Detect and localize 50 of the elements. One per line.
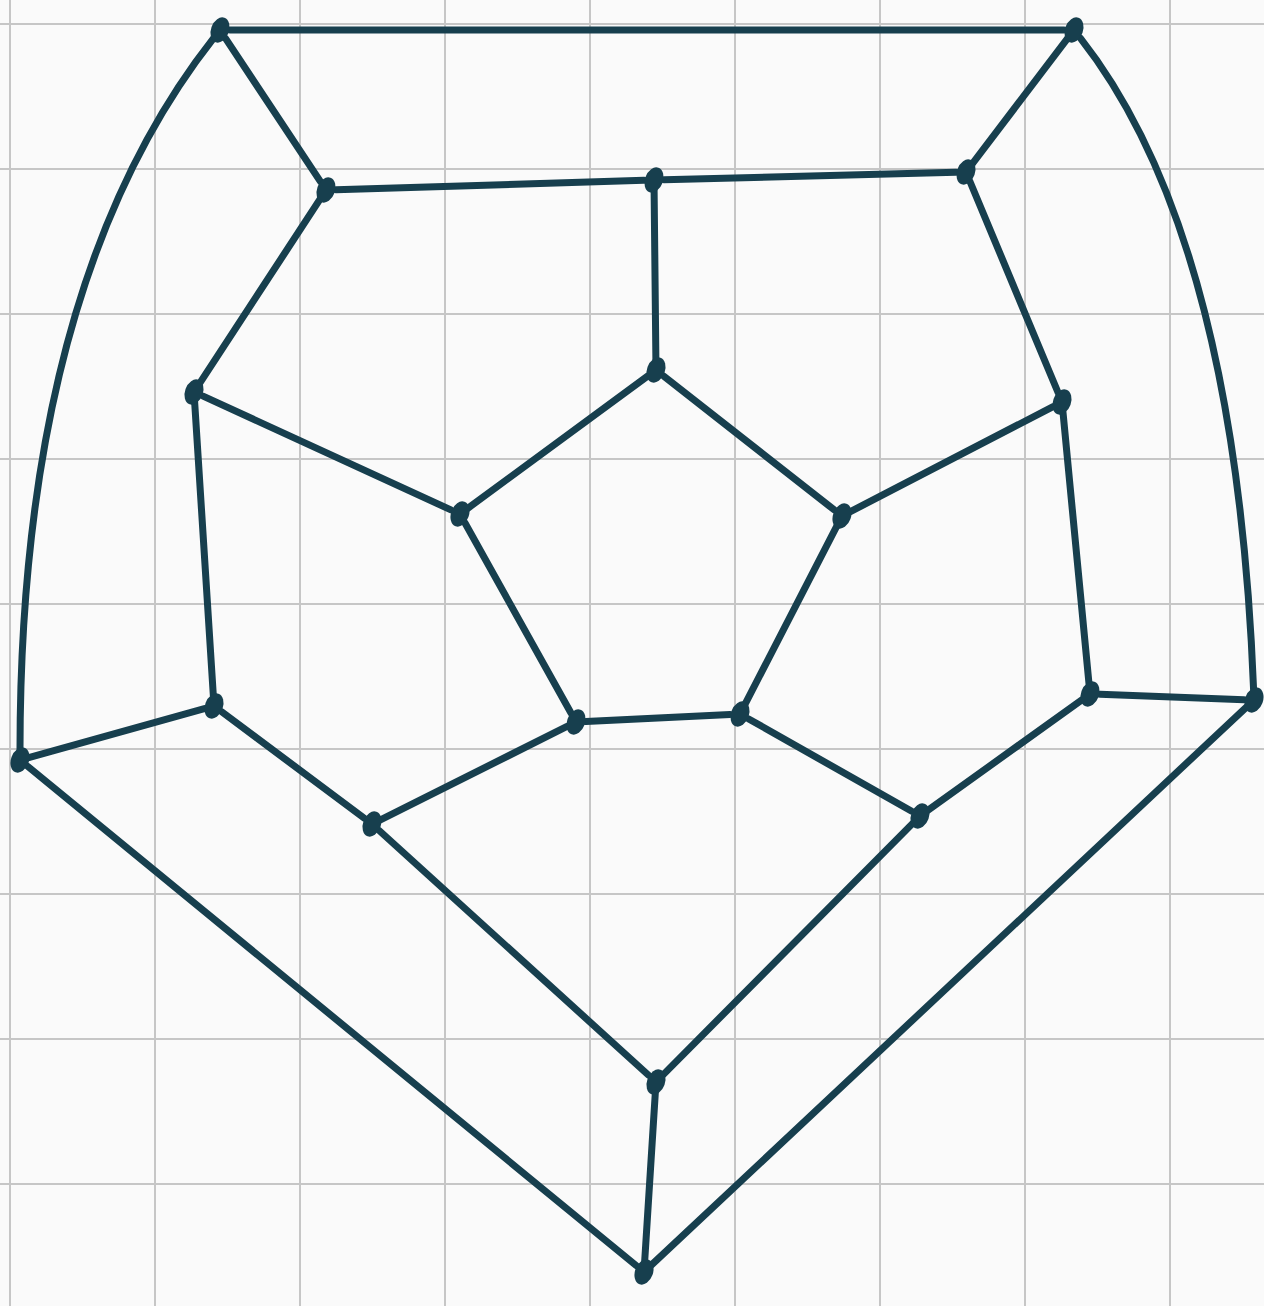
edge-line: [641, 1088, 659, 1266]
edge-line: [745, 715, 915, 815]
edge-line: [847, 403, 1057, 515]
edge-line: [218, 708, 368, 822]
edge-line: [966, 177, 1062, 397]
edge-line: [968, 34, 1072, 168]
vertex-dot: [316, 177, 336, 203]
edge-line: [377, 722, 571, 824]
edge-line: [195, 194, 325, 388]
edge-line: [332, 176, 648, 194]
edge-line: [741, 521, 841, 709]
vertex-dot: [362, 811, 382, 837]
vertex-dot: [956, 159, 976, 185]
edge-line: [375, 827, 653, 1079]
edge-line: [647, 703, 1251, 1269]
vertex-dot: [204, 693, 224, 719]
edge-line: [464, 372, 652, 512]
edge-line: [226, 26, 1068, 34]
vertex-dot: [184, 379, 204, 405]
vertex-dot: [10, 747, 30, 773]
vertex-dot: [1064, 17, 1084, 43]
edge-line: [660, 168, 960, 184]
edge-line: [26, 705, 208, 761]
edge-line: [659, 819, 917, 1079]
vertex-dot: [832, 503, 852, 529]
edge-line: [650, 186, 660, 364]
vertex-dot: [730, 701, 750, 727]
edge-line: [16, 34, 218, 754]
vertex-dot: [1052, 389, 1072, 415]
vertex-dot: [646, 357, 666, 383]
edge-line: [1096, 690, 1248, 704]
edge-line: [461, 519, 575, 717]
edge-line: [660, 372, 838, 514]
vertex-dot: [1080, 681, 1100, 707]
vertex-dot: [646, 1069, 666, 1095]
vertex-dot: [1244, 687, 1264, 713]
edge-line: [24, 762, 640, 1270]
edge-line: [1076, 34, 1258, 694]
edge-line: [191, 398, 217, 700]
vertex-dot: [450, 501, 470, 527]
vertex-dot: [634, 1259, 654, 1285]
vertex-dot: [566, 709, 586, 735]
edge-line: [222, 34, 324, 186]
vertex-dot: [210, 17, 230, 43]
vertex-dot: [910, 803, 930, 829]
edge-line: [582, 711, 734, 725]
edge-line: [924, 696, 1086, 814]
vertex-dot: [644, 167, 664, 193]
edge-line: [1059, 408, 1093, 688]
edge-line: [199, 392, 455, 514]
